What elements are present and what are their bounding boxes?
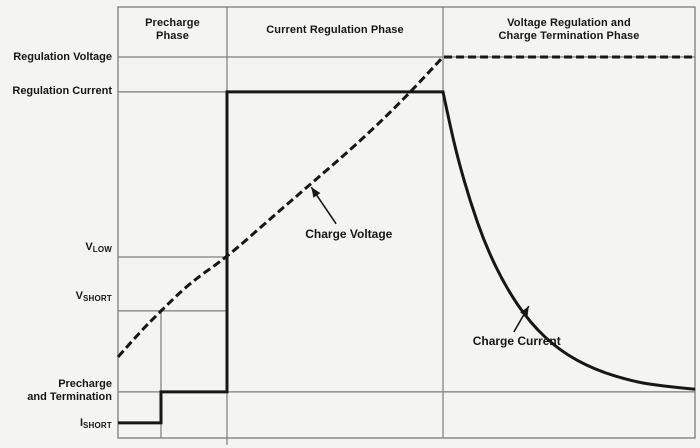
y-label-v-short: VSHORT [0, 290, 112, 305]
y-label-regulation-voltage: Regulation Voltage [13, 51, 112, 64]
i-short-subscript: SHORT [83, 420, 112, 430]
i-short-symbol: I [79, 416, 83, 429]
phase-label-current-regulation: Current Regulation Phase [266, 23, 404, 36]
plot-border [117, 6, 696, 439]
charge-current-arrowhead [520, 306, 529, 317]
charge-voltage-curve [116, 55, 695, 358]
v-short-subscript: SHORT [83, 293, 112, 303]
phase-label-voltage-regulation: Voltage Regulation and Charge Terminatio… [498, 17, 640, 42]
y-label-i-short: ISHORT [0, 417, 112, 432]
charge-current-curve [118, 90, 696, 425]
phase-label-precharge: Precharge Phase [145, 17, 200, 42]
y-label-precharge-and-termination: Precharge and Termination [27, 378, 112, 404]
annotation-charge-voltage: Charge Voltage [305, 227, 393, 242]
y-label-regulation-current: Regulation Current [12, 84, 112, 97]
v-short-symbol: V [75, 289, 83, 302]
charge-voltage-arrowhead [311, 187, 321, 198]
y-label-v-low: VLOW [0, 241, 112, 256]
annotation-charge-current: Charge Current [472, 334, 561, 349]
v-low-symbol: V [85, 241, 93, 254]
v-low-subscript: LOW [92, 245, 112, 255]
